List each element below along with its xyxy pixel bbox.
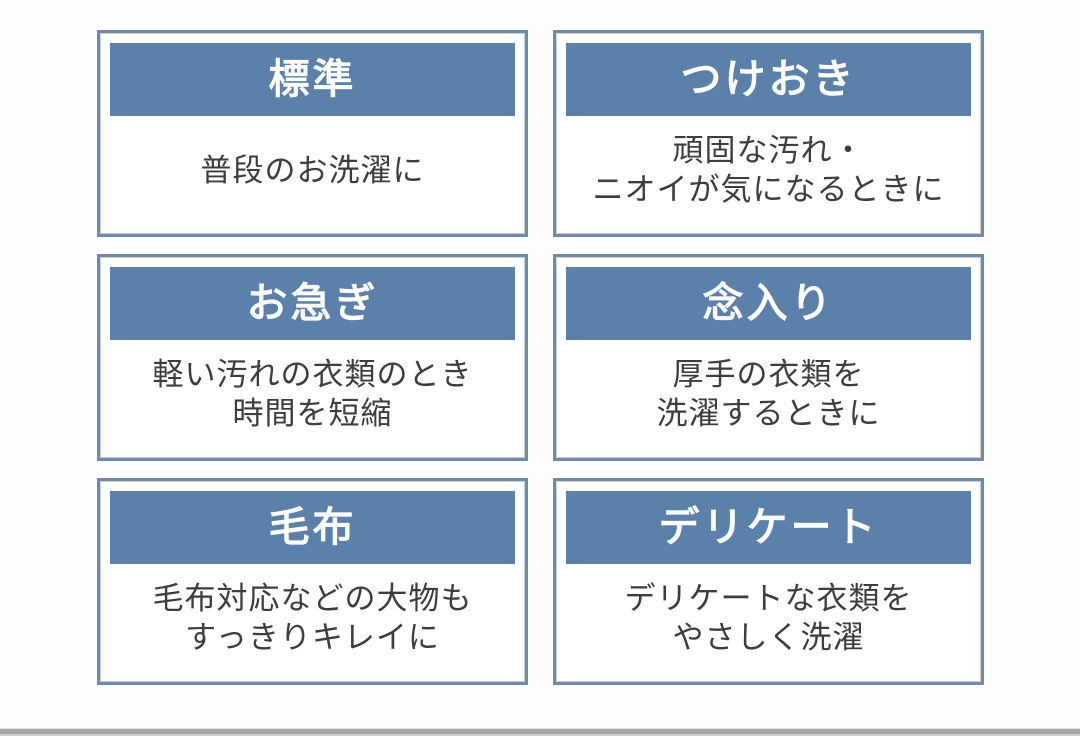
card-mofu: 毛布 毛布対応などの大物も すっきりキレイに bbox=[97, 478, 528, 685]
card-tsukeoki-description: 頑固な汚れ・ ニオイが気になるときに bbox=[592, 133, 945, 207]
card-tsukeoki-title: つけおき bbox=[680, 56, 857, 102]
horizontal-scrollbar-track bbox=[0, 728, 1080, 736]
card-nenniri-header: 念入り bbox=[566, 267, 971, 340]
card-standard-title: 標準 bbox=[268, 56, 357, 102]
card-oisogi-description: 軽い汚れの衣類のとき 時間を短縮 bbox=[152, 357, 473, 431]
card-delicate-header: デリケート bbox=[566, 491, 971, 564]
card-delicate-title: デリケート bbox=[658, 504, 879, 550]
card-nenniri-title: 念入り bbox=[702, 280, 835, 326]
card-oisogi-title: お急ぎ bbox=[246, 280, 379, 326]
card-delicate-description: デリケートな衣類を やさしく洗濯 bbox=[624, 581, 913, 655]
card-nenniri-description: 厚手の衣類を 洗濯するときに bbox=[656, 357, 881, 431]
card-nenniri: 念入り 厚手の衣類を 洗濯するときに bbox=[553, 254, 984, 461]
card-tsukeoki-header: つけおき bbox=[566, 43, 971, 116]
card-standard-description: 普段のお洗濯に bbox=[200, 152, 425, 188]
card-delicate: デリケート デリケートな衣類を やさしく洗濯 bbox=[553, 478, 984, 685]
card-mofu-description: 毛布対応などの大物も すっきりキレイに bbox=[152, 581, 473, 655]
card-oisogi: お急ぎ 軽い汚れの衣類のとき 時間を短縮 bbox=[97, 254, 528, 461]
card-mofu-header: 毛布 bbox=[110, 491, 515, 564]
card-standard: 標準 普段のお洗濯に bbox=[97, 30, 528, 237]
card-oisogi-header: お急ぎ bbox=[110, 267, 515, 340]
card-mofu-title: 毛布 bbox=[268, 504, 357, 550]
wash-course-grid: 標準 普段のお洗濯に つけおき 頑固な汚れ・ ニオイが気になるときに お急ぎ 軽… bbox=[97, 30, 984, 685]
card-tsukeoki: つけおき 頑固な汚れ・ ニオイが気になるときに bbox=[553, 30, 984, 237]
card-standard-header: 標準 bbox=[110, 43, 515, 116]
